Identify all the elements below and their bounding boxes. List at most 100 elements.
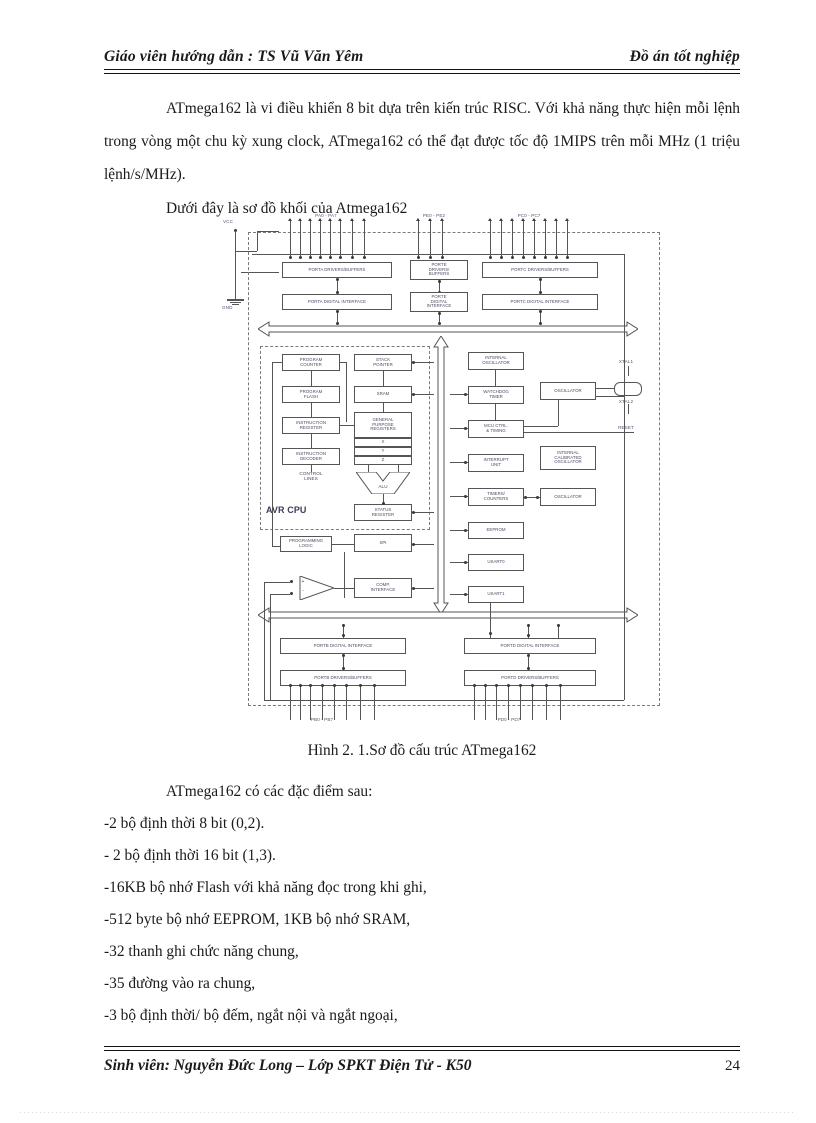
pin-stem-pb3 <box>322 686 323 720</box>
block-watchdog-timer: WATCHDOG TIMER <box>468 386 524 404</box>
block-programming-logic: PROGRAMMING LOGIC <box>280 536 332 552</box>
bottom-data-bus-arrow <box>258 607 638 623</box>
pin-dot-pa2 <box>309 256 312 259</box>
pin-dot-pa0 <box>289 256 292 259</box>
label-control-lines: CONTROL LINES <box>299 471 323 481</box>
comparator-in-minus <box>290 592 293 595</box>
node-portc-2 <box>539 291 542 294</box>
node-compif-bus <box>412 587 415 590</box>
block-stack-pointer: STACK POINTER <box>354 354 412 371</box>
sp-to-bus <box>412 362 434 363</box>
cpu-mid-rail <box>346 362 347 422</box>
bus-to-wdt <box>450 394 468 395</box>
feature-item-1: - 2 bộ định thời 16 bit (1,3). <box>104 847 276 864</box>
pin-stem-pa7 <box>364 220 365 258</box>
block-alu-shape <box>356 472 410 494</box>
usart1-to-portd <box>490 603 491 638</box>
pin-stem-pc6 <box>556 220 557 258</box>
pin-arrow-pa5 <box>338 218 342 221</box>
pin-dot-pe0 <box>417 256 420 259</box>
analog-comparator-icon <box>299 576 334 600</box>
pin-label-portb: PB0 - PB7 <box>310 717 334 722</box>
link-porte-dig-bus <box>439 312 440 324</box>
feature-item-3: -512 byte bộ nhớ EEPROM, 1KB bộ nhớ SRAM… <box>104 911 411 928</box>
pin-stem-pa3 <box>320 220 321 258</box>
pin-stem-pe1 <box>430 220 431 258</box>
node-osc2-in <box>536 496 539 499</box>
pin-stem-pa5 <box>340 220 341 258</box>
pin-stem-pb2 <box>310 686 311 720</box>
ireg-to-idec <box>311 434 312 448</box>
spi-rail-down <box>344 552 345 598</box>
pin-dot-pd4 <box>519 684 522 687</box>
pin-stem-pc2 <box>512 220 513 258</box>
comparator-in-plus <box>290 580 293 583</box>
pin-dot-pc7 <box>566 256 569 259</box>
node-portd-b <box>527 634 530 637</box>
pin-stem-pd4 <box>520 686 521 720</box>
block-alu-label: ALU <box>378 484 388 489</box>
pin-arrow-pc7 <box>565 218 569 221</box>
block-usart1: USART1 <box>468 586 524 603</box>
pin-dot-pa3 <box>319 256 322 259</box>
node-usart1-portd <box>489 632 492 635</box>
pin-stem-pc7 <box>567 220 568 258</box>
pin-stem-pa2 <box>310 220 311 258</box>
vcc-wire-top <box>257 231 279 232</box>
block-mcu-ctrl-timing: MCU CTRL. & TIMING <box>468 420 524 438</box>
outer-rail-right <box>624 254 625 700</box>
xtal2-wire <box>596 396 624 397</box>
label-avr-cpu: AVR CPU <box>266 505 307 515</box>
pin-stem-pb4 <box>334 686 335 720</box>
node-timers-in <box>464 495 467 498</box>
pin-stem-pe2 <box>442 220 443 258</box>
pin-arrow-pa3 <box>318 218 322 221</box>
node-portb-c <box>342 654 345 657</box>
node-porta-4 <box>336 322 339 325</box>
block-register-y: Y <box>354 447 412 456</box>
node-portc-1 <box>539 278 542 281</box>
proglogic-feed-h <box>272 546 280 547</box>
pin-arrow-pc1 <box>499 218 503 221</box>
pin-dot-pb6 <box>359 684 362 687</box>
feature-item-6: -3 bộ định thời/ bộ đếm, ngắt nội và ngắ… <box>104 1007 398 1024</box>
feature-item-2: -16KB bộ nhớ Flash với khả năng đọc tron… <box>104 879 427 896</box>
avr-cpu-boundary <box>260 346 430 530</box>
cpu-left-rail <box>272 362 273 532</box>
body-text: ATmega162 là vi điều khiển 8 bit dựa trê… <box>104 92 740 225</box>
node-portc-3 <box>539 310 542 313</box>
pin-stem-pd1 <box>485 686 486 720</box>
feature-item-4: -32 thanh ghi chức năng chung, <box>104 943 299 960</box>
gpr-to-alu-left <box>368 465 369 472</box>
page-number: 24 <box>725 1058 740 1074</box>
link-porta-dig-bus <box>337 310 338 324</box>
page-header: Giáo viên hướng dẫn : TS Vũ Văn Yêm Đồ á… <box>104 48 740 74</box>
page-footer: Sinh viên: Nguyễn Đức Long – Lớp SPKT Đi… <box>104 1046 740 1075</box>
gnd-wire <box>235 251 236 299</box>
pin-stem-pb7 <box>374 686 375 720</box>
sram-to-bus <box>412 394 434 395</box>
outer-rail-left-2-top <box>270 594 290 595</box>
block-oscillator-1: OSCILLATOR <box>540 382 596 400</box>
pin-arrow-pc3 <box>521 218 525 221</box>
pin-dot-pb1 <box>299 684 302 687</box>
node-status <box>382 502 385 505</box>
block-spi: SPI <box>354 534 412 552</box>
pin-label-gnd: GND <box>222 305 233 310</box>
comparator-plus-label: + <box>301 579 305 585</box>
pin-arrow-pc4 <box>532 218 536 221</box>
flash-to-ireg <box>311 403 312 417</box>
block-portc-digital: PORTC DIGITAL INTERFACE <box>482 294 598 310</box>
block-portb-drivers: PORTB DRIVERS/BUFFERS <box>280 670 406 686</box>
node-spi-bus <box>412 543 415 546</box>
pin-label-reset: RESET <box>618 425 634 430</box>
node-portc-4 <box>539 322 542 325</box>
block-register-x: X <box>354 438 412 447</box>
node-mcu-in <box>464 427 467 430</box>
pin-arrow-pc0 <box>488 218 492 221</box>
pin-label-xtal1: XTAL1 <box>618 359 634 364</box>
vcc-wire-up <box>257 231 258 251</box>
block-usart0: USART0 <box>468 554 524 571</box>
node-usart1-in <box>464 593 467 596</box>
